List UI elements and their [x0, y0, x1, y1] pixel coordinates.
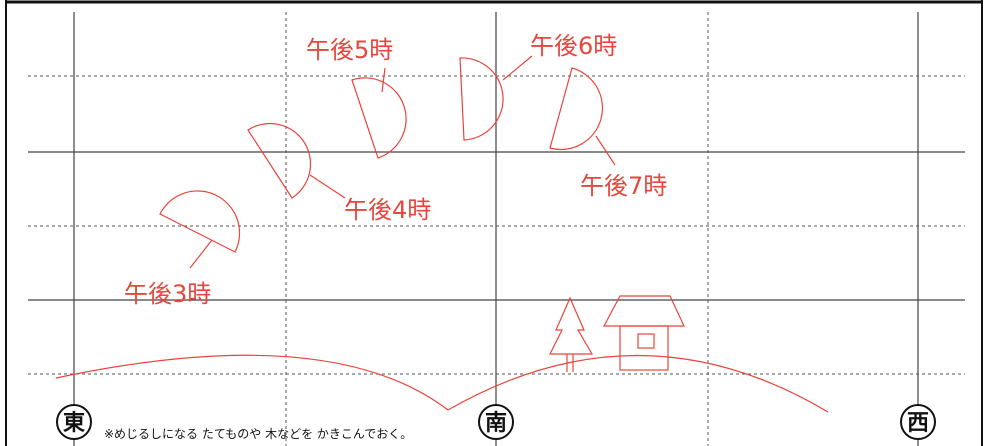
hill-left: [55, 354, 449, 411]
direction-south: 南: [478, 404, 514, 440]
house-icon: [603, 295, 685, 371]
direction-east: 東: [56, 404, 92, 440]
tree-icon: [549, 296, 594, 372]
ground-lines: [55, 354, 829, 413]
hill-right: [447, 354, 829, 413]
solid-grid: [28, 12, 965, 446]
leader-lines: [189, 55, 616, 269]
moon-6pm: [459, 57, 504, 141]
moon-label-7pm: 午後7時: [580, 172, 667, 200]
direction-west-label: 西: [907, 411, 929, 436]
moon-label-5pm: 午後5時: [306, 36, 393, 64]
moon-7pm: [549, 67, 604, 151]
moon-5pm: [351, 77, 407, 159]
direction-south-label: 南: [485, 411, 507, 436]
moon-label-6pm: 午後6時: [530, 32, 617, 60]
moon-label-4pm: 午後4時: [344, 196, 431, 224]
moon-shapes: [159, 57, 604, 253]
direction-west: 西: [900, 404, 936, 440]
landmark-note: ※めじるしになる たてものや 木などを かきこんでおく。: [104, 427, 412, 441]
moon-label-3pm: 午後3時: [124, 280, 211, 308]
moon-4pm: [247, 122, 312, 199]
direction-east-label: 東: [63, 411, 85, 436]
moon-3pm: [159, 190, 241, 253]
